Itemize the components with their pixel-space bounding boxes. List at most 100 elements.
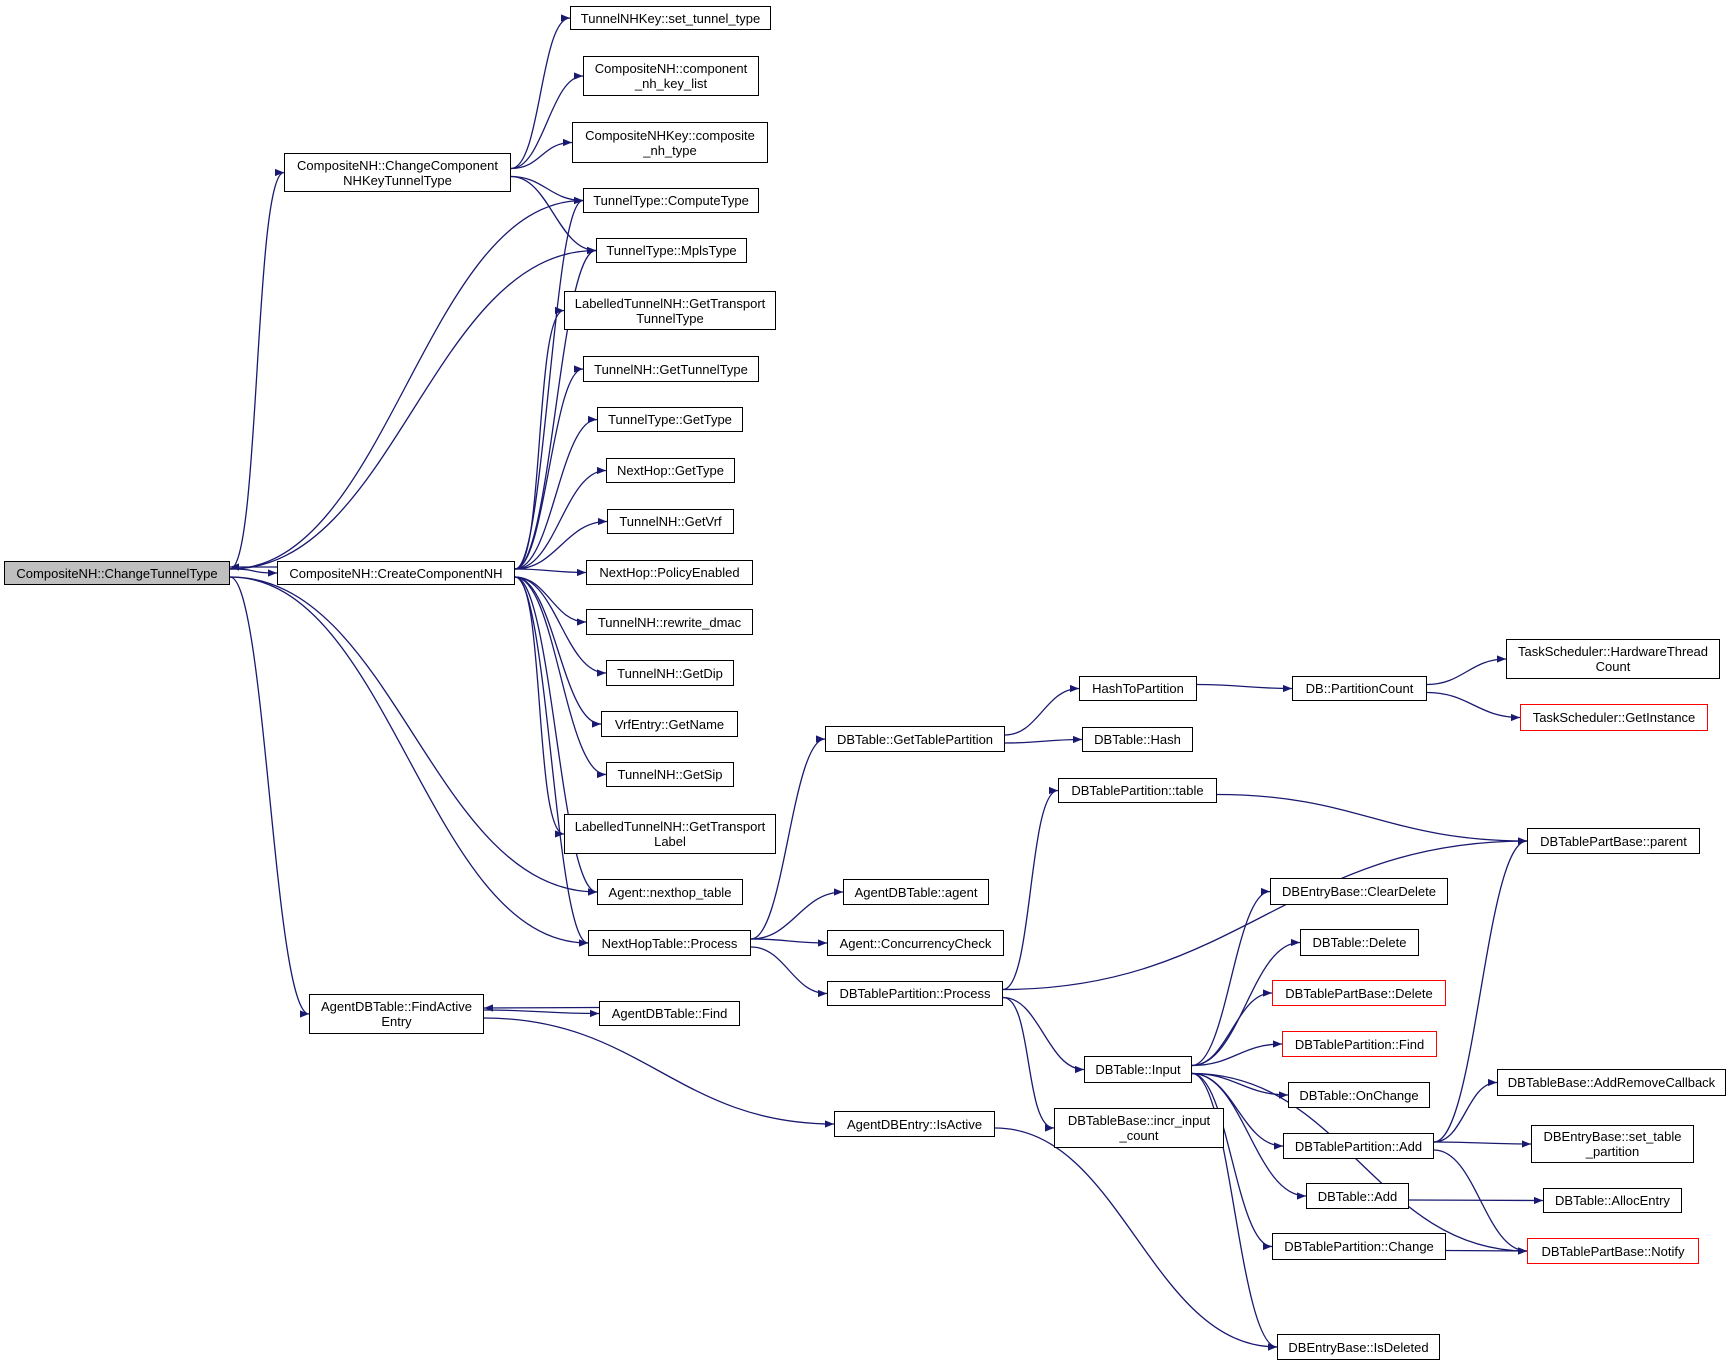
edge-create-component-nh-to-nexthop-table: [514, 576, 598, 896]
node-input[interactable]: DBTable::Input: [1084, 1056, 1192, 1083]
edge-next-hop-table-process-to-dbtable-partition-process: [750, 946, 828, 998]
node-find-active-entry[interactable]: AgentDBTable::FindActive Entry: [309, 994, 484, 1034]
edge-agent-dbtable-find-to-find-active-entry: [483, 1004, 600, 1012]
edge-partition-add-to-add-remove-callback: [1433, 1078, 1498, 1143]
node-add-remove-callback[interactable]: DBTableBase::AddRemoveCallback: [1497, 1069, 1726, 1096]
node-partition-count[interactable]: DB::PartitionCount: [1292, 676, 1427, 701]
node-on-change[interactable]: DBTable::OnChange: [1288, 1082, 1430, 1108]
edge-next-hop-table-process-to-agent: [750, 888, 844, 940]
node-component-nh-key-list[interactable]: CompositeNH::component _nh_key_list: [583, 56, 759, 96]
edge-is-active-to-is-deleted: [994, 1127, 1278, 1351]
edge-change-tunnel-type-to-change-component-nhkey-tunnel-type: [229, 169, 285, 570]
edge-dbtable-partition-process-to-incr-input-count: [1002, 996, 1055, 1132]
node-nexthop-table[interactable]: Agent::nexthop_table: [597, 879, 743, 905]
edge-change-component-nhkey-tunnel-type-to-set-tunnel-type: [510, 14, 571, 170]
node-get-sip[interactable]: TunnelNH::GetSip: [606, 762, 734, 787]
edge-dbtable-partition-process-to-table: [1002, 786, 1059, 991]
node-agent[interactable]: AgentDBTable::agent: [843, 879, 989, 905]
node-concurrency-check[interactable]: Agent::ConcurrencyCheck: [827, 930, 1004, 956]
edge-change-tunnel-type-to-next-hop-table-process: [229, 576, 589, 947]
edge-create-component-nh-to-next-hop-table-process: [514, 576, 589, 947]
edge-get-table-partition-to-hash: [1004, 735, 1083, 744]
edge-input-to-notify: [1191, 1072, 1528, 1255]
edge-change-component-nhkey-tunnel-type-to-component-nh-key-list: [510, 72, 584, 170]
node-dbtable-add[interactable]: DBTable::Add: [1306, 1183, 1409, 1209]
edge-input-to-dbtable-add: [1191, 1072, 1307, 1200]
edge-create-component-nh-to-get-transport-label: [514, 576, 565, 838]
node-partition-add[interactable]: DBTablePartition::Add: [1283, 1133, 1434, 1159]
node-next-hop-table-process[interactable]: NextHopTable::Process: [588, 930, 751, 956]
node-dbtable-partition-process[interactable]: DBTablePartition::Process: [827, 981, 1003, 1006]
edge-change-tunnel-type-to-mpls-type: [229, 246, 597, 570]
edge-input-to-partition-find: [1191, 1040, 1283, 1067]
edge-dbtable-add-to-alloc-entry: [1408, 1196, 1544, 1205]
edge-partition-add-to-set-table-partition: [1433, 1140, 1532, 1148]
edge-table-to-parent: [1216, 793, 1528, 845]
node-part-base-delete[interactable]: DBTablePartBase::Delete: [1272, 980, 1446, 1006]
edge-change-tunnel-type-to-find-active-entry: [229, 576, 310, 1018]
node-alloc-entry[interactable]: DBTable::AllocEntry: [1543, 1188, 1682, 1213]
node-rewrite-dmac[interactable]: TunnelNH::rewrite_dmac: [586, 609, 753, 635]
edge-partition-add-to-parent: [1433, 837, 1528, 1143]
node-policy-enabled[interactable]: NextHop::PolicyEnabled: [586, 560, 753, 585]
node-change-component-nhkey-tunnel-type[interactable]: CompositeNH::ChangeComponent NHKeyTunnel…: [284, 153, 511, 192]
edge-create-component-nh-to-next-hop-get-type: [514, 466, 607, 570]
edge-dbtable-partition-process-to-input: [1002, 996, 1085, 1074]
edge-create-component-nh-to-get-dip: [514, 576, 607, 677]
node-next-hop-get-type[interactable]: NextHop::GetType: [606, 458, 735, 483]
node-hardware-thread-count[interactable]: TaskScheduler::HardwareThread Count: [1506, 639, 1720, 679]
node-is-deleted[interactable]: DBEntryBase::IsDeleted: [1277, 1334, 1440, 1360]
edge-get-table-partition-to-hash-to-partition: [1004, 684, 1080, 736]
edge-create-component-nh-to-mpls-type: [514, 246, 597, 570]
node-incr-input-count[interactable]: DBTableBase::incr_input _count: [1054, 1108, 1224, 1148]
node-get-instance[interactable]: TaskScheduler::GetInstance: [1520, 704, 1708, 731]
edge-next-hop-table-process-to-get-table-partition: [750, 735, 826, 940]
node-set-table-partition[interactable]: DBEntryBase::set_table _partition: [1531, 1125, 1694, 1163]
edge-input-to-is-deleted: [1191, 1072, 1278, 1351]
node-get-dip[interactable]: TunnelNH::GetDip: [606, 660, 734, 686]
edge-change-component-nhkey-tunnel-type-to-compute-type: [510, 175, 584, 205]
node-dbtable-delete[interactable]: DBTable::Delete: [1300, 929, 1419, 956]
edge-change-tunnel-type-to-compute-type: [229, 196, 584, 570]
edge-partition-count-to-get-instance: [1426, 691, 1521, 722]
edge-change-component-nhkey-tunnel-type-to-mpls-type: [510, 175, 597, 255]
edge-find-active-entry-to-is-active: [483, 1017, 835, 1128]
edge-create-component-nh-to-policy-enabled: [514, 568, 587, 577]
node-set-tunnel-type[interactable]: TunnelNHKey::set_tunnel_type: [570, 6, 771, 30]
node-composite-nh-type[interactable]: CompositeNHKey::composite _nh_type: [572, 122, 768, 163]
edge-next-hop-table-process-to-concurrency-check: [750, 938, 828, 947]
node-create-component-nh[interactable]: CompositeNH::CreateComponentNH: [277, 561, 515, 585]
node-get-tunnel-type[interactable]: TunnelNH::GetTunnelType: [583, 356, 759, 382]
edge-change-tunnel-type-to-nexthop-table: [229, 576, 598, 896]
node-clear-delete[interactable]: DBEntryBase::ClearDelete: [1270, 878, 1448, 905]
node-hash-to-partition[interactable]: HashToPartition: [1079, 676, 1197, 701]
node-mpls-type[interactable]: TunnelType::MplsType: [596, 238, 747, 263]
edge-input-to-part-base-delete: [1191, 989, 1273, 1067]
node-get-transport-label[interactable]: LabelledTunnelNH::GetTransport Label: [564, 814, 776, 854]
edge-create-component-nh-to-get-tunnel-type: [514, 365, 584, 570]
edge-create-component-nh-to-get-name: [514, 576, 602, 728]
edge-change-tunnel-type-to-create-component-nh: [229, 568, 278, 577]
node-get-table-partition[interactable]: DBTable::GetTablePartition: [825, 726, 1005, 752]
node-tunnel-type-get-type[interactable]: TunnelType::GetType: [597, 407, 743, 432]
node-get-transport-tunnel-type[interactable]: LabelledTunnelNH::GetTransport TunnelTyp…: [564, 291, 776, 330]
node-agent-dbtable-find[interactable]: AgentDBTable::Find: [599, 1001, 740, 1026]
node-parent[interactable]: DBTablePartBase::parent: [1527, 828, 1700, 854]
edge-create-component-nh-to-get-vrf: [514, 517, 608, 570]
edge-create-component-nh-to-compute-type: [514, 197, 584, 570]
edge-partition-change-to-notify: [1445, 1247, 1528, 1255]
edge-change-component-nhkey-tunnel-type-to-composite-nh-type: [510, 138, 573, 170]
node-partition-change[interactable]: DBTablePartition::Change: [1272, 1233, 1446, 1260]
node-get-vrf[interactable]: TunnelNH::GetVrf: [607, 509, 734, 534]
node-compute-type[interactable]: TunnelType::ComputeType: [583, 188, 759, 213]
edge-create-component-nh-to-tunnel-type-get-type: [514, 415, 598, 570]
node-notify[interactable]: DBTablePartBase::Notify: [1527, 1238, 1699, 1264]
node-hash[interactable]: DBTable::Hash: [1082, 727, 1193, 752]
edge-dbtable-partition-process-to-parent: [1002, 837, 1528, 991]
node-get-name[interactable]: VrfEntry::GetName: [601, 711, 738, 737]
edge-input-to-clear-delete: [1191, 887, 1271, 1067]
node-partition-find[interactable]: DBTablePartition::Find: [1282, 1031, 1437, 1057]
node-table[interactable]: DBTablePartition::table: [1058, 778, 1217, 803]
node-is-active[interactable]: AgentDBEntry::IsActive: [834, 1111, 995, 1137]
